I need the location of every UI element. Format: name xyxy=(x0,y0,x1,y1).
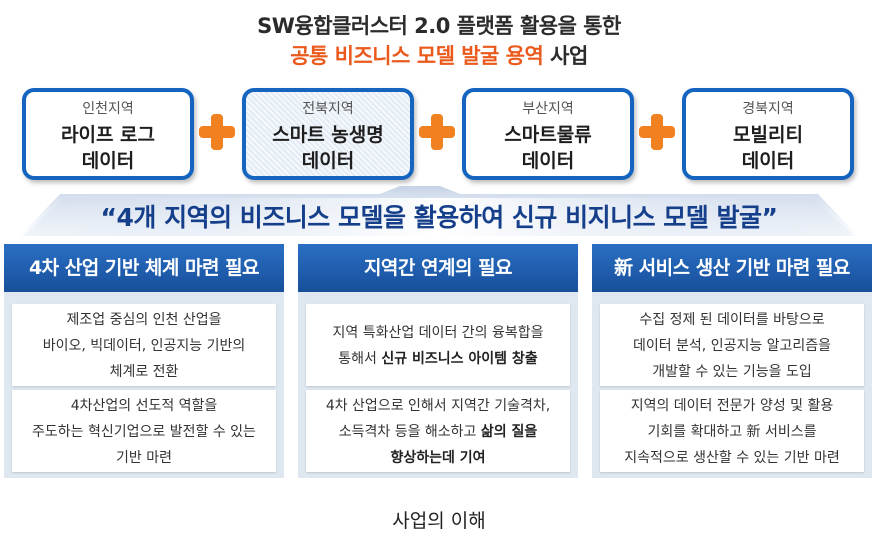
region-gyeongbuk: 경북지역 모빌리티 데이터 xyxy=(682,88,854,180)
region-data-line: 스마트 농생명 xyxy=(272,124,384,146)
title-line-1: SW융합클러스터 2.0 플랫폼 활용을 통한 xyxy=(257,14,621,38)
region-data: 라이프 로그 데이터 xyxy=(26,122,190,174)
plus-icon xyxy=(419,114,455,150)
column-header: 新 서비스 생산 기반 마련 필요 xyxy=(592,244,872,292)
card-line: 개발할 수 있는 기능을 도입 xyxy=(652,364,812,380)
column-body: 수집 정제 된 데이터를 바탕으로 데이터 분석, 인공지능 알고리즘을 개발할… xyxy=(592,292,872,478)
info-card: 4차 산업으로 인해서 지역간 기술격차, 소득격차 등을 해소하고 삶의 질을… xyxy=(306,390,570,472)
figure-caption: 사업의 이해 xyxy=(392,510,486,532)
banner-shape xyxy=(20,186,858,236)
info-card: 수집 정제 된 데이터를 바탕으로 데이터 분석, 인공지능 알고리즘을 개발할… xyxy=(600,304,864,386)
card-text: 소득격차 등을 해소하고 xyxy=(338,424,481,440)
card-line: 바이오, 빅데이터, 인공지능 기반의 xyxy=(42,338,246,354)
info-card: 지역 특화산업 데이터 간의 융복합을 통해서 신규 비즈니스 아이템 창출 xyxy=(306,304,570,386)
region-jeonbuk: 전북지역 스마트 농생명 데이터 xyxy=(242,88,414,180)
info-card: 4차산업의 선도적 역할을 주도하는 혁신기업으로 발전할 수 있는 기반 마련 xyxy=(12,390,276,472)
region-data: 스마트물류 데이터 xyxy=(466,122,630,174)
region-name: 전북지역 xyxy=(302,101,354,117)
banner-text: “4개 지역의 비즈니스 모델을 활용하여 신규 비지니스 모델 발굴” xyxy=(100,203,778,232)
title-suffix: 사업 xyxy=(543,44,588,68)
plus-icon xyxy=(199,114,235,150)
card-line: 향상하는데 기여 xyxy=(306,445,570,471)
card-line: 데이터 분석, 인공지능 알고리즘을 xyxy=(632,338,832,354)
card-line: 지속적으로 생산할 수 있는 기반 마련 xyxy=(624,450,840,466)
column-header: 4차 산업 기반 체계 마련 필요 xyxy=(4,244,284,292)
region-data: 모빌리티 데이터 xyxy=(686,122,850,174)
region-incheon: 인천지역 라이프 로그 데이터 xyxy=(22,88,194,180)
region-data-line: 데이터 xyxy=(521,150,575,172)
card-text: 통해서 xyxy=(338,351,382,367)
card-line: 제조업 중심의 인천 산업을 xyxy=(66,312,222,328)
region-data-line: 라이프 로그 xyxy=(60,124,155,146)
card-line: 체계로 전환 xyxy=(109,364,179,380)
card-line: 지역의 데이터 전문가 양성 및 활용 xyxy=(630,398,834,414)
region-data-line: 모빌리티 xyxy=(733,124,803,146)
card-emphasis: 삶의 질을 xyxy=(480,424,538,440)
info-card: 지역의 데이터 전문가 양성 및 활용 기회를 확대하고 新 서비스를 지속적으… xyxy=(600,390,864,472)
card-line: 4차산업의 선도적 역할을 xyxy=(70,398,218,414)
card-emphasis: 신규 비즈니스 아이템 창출 xyxy=(381,351,538,367)
card-line: 주도하는 혁신기업으로 발전할 수 있는 xyxy=(32,424,256,440)
info-card: 제조업 중심의 인천 산업을 바이오, 빅데이터, 인공지능 기반의 체계로 전… xyxy=(12,304,276,386)
region-data: 스마트 농생명 데이터 xyxy=(246,122,410,174)
title-accent: 공통 비즈니스 모델 발굴 용역 xyxy=(290,44,544,68)
card-line: 기회를 확대하고 新 서비스를 xyxy=(647,424,817,440)
column-body: 지역 특화산업 데이터 간의 융복합을 통해서 신규 비즈니스 아이템 창출 4… xyxy=(298,292,578,478)
card-line: 지역 특화산업 데이터 간의 융복합을 xyxy=(332,325,544,341)
column-header: 지역간 연계의 필요 xyxy=(298,244,578,292)
region-data-line: 스마트물류 xyxy=(504,124,592,146)
region-data-line: 데이터 xyxy=(741,150,795,172)
card-line: 소득격차 등을 해소하고 삶의 질을 xyxy=(306,419,570,445)
region-busan: 부산지역 스마트물류 데이터 xyxy=(462,88,634,180)
card-line: 통해서 신규 비즈니스 아이템 창출 xyxy=(306,346,570,372)
card-emphasis: 향상하는데 기여 xyxy=(390,450,486,466)
region-name: 인천지역 xyxy=(82,101,134,117)
column-body: 제조업 중심의 인천 산업을 바이오, 빅데이터, 인공지능 기반의 체계로 전… xyxy=(4,292,284,478)
card-line: 수집 정제 된 데이터를 바탕으로 xyxy=(639,312,825,328)
region-name: 부산지역 xyxy=(522,101,574,117)
card-line: 4차 산업으로 인해서 지역간 기술격차, xyxy=(325,398,551,414)
plus-icon xyxy=(639,114,675,150)
region-name: 경북지역 xyxy=(742,101,794,117)
region-data-line: 데이터 xyxy=(81,150,135,172)
region-data-line: 데이터 xyxy=(301,150,355,172)
title-line-2: 공통 비즈니스 모델 발굴 용역 사업 xyxy=(0,40,878,70)
card-line: 기반 마련 xyxy=(116,450,172,466)
